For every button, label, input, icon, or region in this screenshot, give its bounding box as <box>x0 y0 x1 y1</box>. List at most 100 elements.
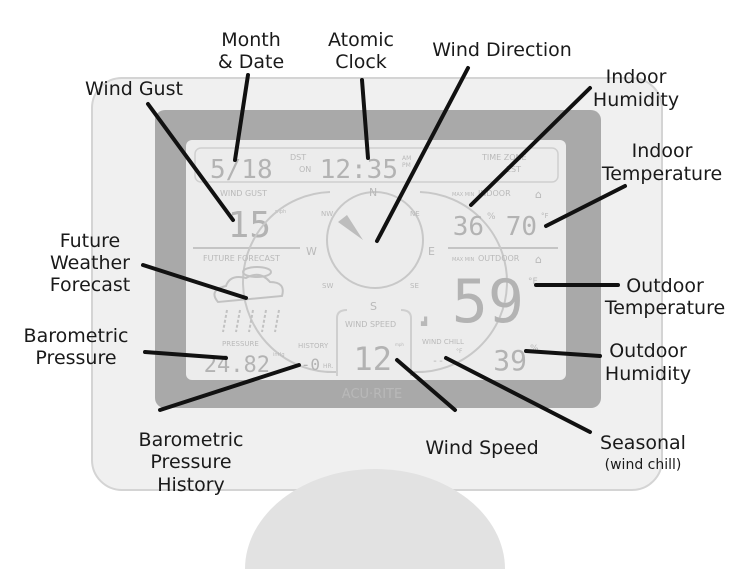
callout-text: Humidity <box>605 363 691 385</box>
date-readout: 5/18 <box>210 155 273 185</box>
wind-chill-label: WIND CHILL <box>422 338 464 346</box>
brand-logo: ACU·RITE <box>342 387 402 402</box>
callout-barometric-pressure: Barometric Pressure <box>24 325 129 369</box>
line-indoor-temperature <box>544 184 627 228</box>
indoor-temp-readout: 70 <box>506 212 537 242</box>
line-indoor-humidity <box>469 86 592 207</box>
compass-inner-circle <box>326 191 424 289</box>
compass-ne: NE <box>410 210 420 218</box>
callout-future-forecast: Future Weather Forecast <box>50 230 130 296</box>
wind-direction-pointer <box>338 215 363 240</box>
callout-text: Clock <box>335 51 387 73</box>
callout-month-date: Month & Date <box>218 29 284 73</box>
dst-label: DST <box>290 153 306 162</box>
callout-text: Outdoor <box>609 340 687 362</box>
outdoor-house-icon: ⌂ <box>535 253 542 266</box>
line-barometric-pressure <box>143 350 228 360</box>
callout-text: Month <box>221 29 281 51</box>
indoor-label: INDOOR <box>478 189 511 198</box>
indoor-house-icon: ⌂ <box>535 188 542 201</box>
am-label: AM <box>402 155 411 162</box>
callout-text: & Date <box>218 51 284 73</box>
wind-speed-frame <box>336 309 412 376</box>
callout-text: Pressure <box>150 451 231 473</box>
history-unit: HR. <box>323 363 333 370</box>
callout-text: Barometric <box>24 325 129 347</box>
outdoor-max-min: MAX MIN <box>452 257 475 263</box>
wind-chill-unit: °F <box>456 348 463 355</box>
wind-speed-readout: 12 <box>353 340 392 378</box>
forecast-label: FUTURE FORECAST <box>203 254 280 263</box>
callout-text: Temperature <box>601 163 722 185</box>
callout-text: Indoor <box>632 140 693 162</box>
outdoor-label: OUTDOOR <box>478 254 520 263</box>
history-label: HISTORY <box>298 342 329 350</box>
outdoor-temp-unit: °F <box>528 277 538 287</box>
wind-speed-unit: mph <box>395 342 404 347</box>
outdoor-temp-readout: 59 <box>452 267 524 337</box>
indoor-max-min: MAX MIN <box>452 192 475 198</box>
compass-n: N <box>369 186 377 199</box>
wind-gust-readout: 15 <box>228 205 271 246</box>
callout-pressure-history: Barometric Pressure History <box>139 429 244 496</box>
callout-outdoor-temperature: Outdoor Temperature <box>604 275 725 319</box>
compass-se: SE <box>410 282 419 290</box>
wind-chill-readout: -- <box>432 356 444 367</box>
wind-gust-unit: mph <box>275 209 286 215</box>
line-future-forecast <box>141 263 248 300</box>
callout-seasonal: Seasonal <box>600 432 686 454</box>
lcd-screen <box>186 140 566 380</box>
line-wind-gust <box>146 102 235 222</box>
history-readout: -0 <box>301 355 320 374</box>
line-wind-speed <box>395 358 457 412</box>
callout-text: Pressure <box>35 347 116 369</box>
compass-s: S <box>370 300 377 313</box>
pressure-label: PRESSURE <box>222 340 259 348</box>
callout-text: Temperature <box>604 297 725 319</box>
wind-speed-label: WIND SPEED <box>345 320 396 329</box>
indoor-humidity-unit: % <box>487 212 496 222</box>
callout-atomic-clock: Atomic Clock <box>328 29 394 73</box>
wind-gust-label: WIND GUST <box>220 189 267 198</box>
callout-outdoor-humidity: Outdoor Humidity <box>605 340 691 385</box>
callout-text: Indoor <box>606 66 667 88</box>
signal-icon: ▟ <box>420 316 428 326</box>
compass-nw: NW <box>321 210 333 218</box>
callout-seasonal-sub: (wind chill) <box>605 457 682 473</box>
callout-text: Weather <box>50 252 130 274</box>
line-month-date <box>233 73 250 162</box>
line-seasonal <box>444 356 592 434</box>
callout-wind-direction: Wind Direction <box>432 39 572 61</box>
outdoor-humidity-readout: 39 <box>493 344 527 377</box>
outdoor-humidity-unit: % <box>530 344 539 354</box>
compass-w: W <box>306 245 317 258</box>
callout-text: Barometric <box>139 429 244 451</box>
callout-text: Forecast <box>50 274 130 296</box>
indoor-temp-unit: °F <box>541 212 549 220</box>
time-readout: 12:35 <box>320 155 398 185</box>
dst-value: ON <box>299 165 311 174</box>
line-wind-direction <box>375 66 470 243</box>
pressure-unit: inHg <box>273 352 285 358</box>
compass-sw: SW <box>322 282 333 290</box>
device-stand <box>245 469 505 569</box>
callout-indoor-humidity: Indoor Humidity <box>593 66 679 111</box>
callout-wind-gust: Wind Gust <box>85 78 183 100</box>
callout-indoor-temperature: Indoor Temperature <box>601 140 722 185</box>
callout-text: Outdoor <box>626 275 704 297</box>
line-outdoor-humidity <box>524 349 602 358</box>
time-zone-label: TIME ZONE <box>481 153 527 162</box>
compass-e: E <box>428 245 435 258</box>
callout-text: History <box>157 474 225 496</box>
line-pressure-history <box>158 363 301 412</box>
callout-text: Humidity <box>593 89 679 111</box>
callout-text: Atomic <box>328 29 394 51</box>
indoor-humidity-readout: 36 <box>453 212 484 242</box>
pm-label: PM <box>402 162 411 169</box>
callout-lines <box>141 66 627 434</box>
callout-text: Future <box>60 230 121 252</box>
time-zone-value: EST <box>506 165 521 174</box>
callout-wind-speed: Wind Speed <box>425 437 538 459</box>
